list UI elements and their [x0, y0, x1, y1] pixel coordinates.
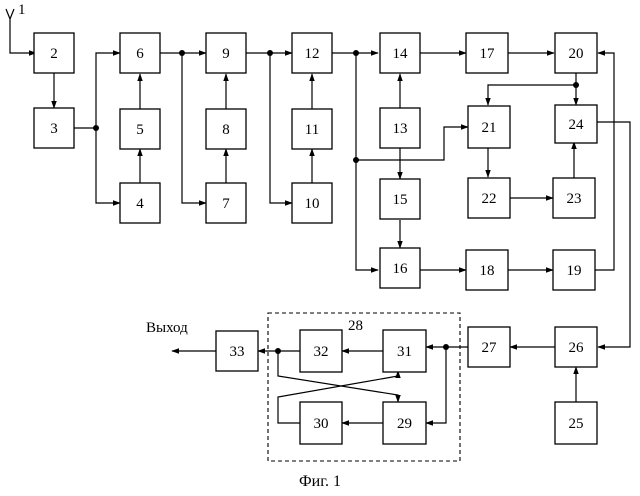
junction-dot	[353, 157, 359, 163]
svg-text:13: 13	[393, 121, 408, 137]
block-25: 25	[555, 402, 597, 444]
svg-text:24: 24	[569, 117, 585, 133]
block-20: 20	[555, 33, 597, 73]
antenna-icon	[6, 9, 14, 30]
svg-text:3: 3	[50, 121, 58, 137]
junction-dot	[93, 125, 99, 131]
svg-text:20: 20	[569, 46, 584, 62]
svg-text:4: 4	[136, 196, 144, 212]
svg-text:10: 10	[305, 196, 320, 212]
svg-text:8: 8	[222, 122, 230, 138]
block-9: 9	[206, 33, 246, 73]
block-6: 6	[120, 33, 160, 73]
output-label: Выход	[146, 320, 188, 336]
svg-text:15: 15	[393, 192, 408, 208]
block-30: 30	[300, 402, 342, 444]
svg-text:25: 25	[569, 416, 584, 432]
block-15: 15	[380, 179, 420, 219]
svg-text:9: 9	[222, 46, 230, 62]
block-5: 5	[120, 109, 160, 149]
junction-dot	[267, 50, 273, 56]
svg-text:26: 26	[569, 340, 585, 356]
junction-dot	[353, 50, 359, 56]
svg-text:29: 29	[397, 416, 412, 432]
block-29: 29	[383, 402, 426, 444]
figure-caption: Фиг. 1	[299, 473, 341, 490]
svg-text:14: 14	[393, 46, 409, 62]
junction-dot	[443, 344, 449, 350]
wire-19-20	[595, 53, 614, 270]
svg-text:27: 27	[482, 340, 498, 356]
group-28-boundary	[268, 313, 460, 461]
block-24: 24	[555, 105, 597, 143]
block-27: 27	[468, 327, 510, 367]
svg-text:21: 21	[482, 120, 497, 136]
block-12: 12	[292, 33, 332, 73]
block-7: 7	[206, 183, 246, 223]
block-22: 22	[468, 178, 510, 218]
block-8: 8	[206, 109, 246, 149]
block-14: 14	[380, 33, 420, 73]
wire-6-7	[182, 53, 206, 203]
block-21: 21	[468, 106, 510, 148]
wire-20-21	[488, 85, 576, 105]
wire-3-4	[96, 128, 120, 203]
block-32: 32	[300, 330, 342, 372]
svg-text:16: 16	[393, 261, 409, 277]
block-31: 31	[383, 330, 426, 372]
svg-text:7: 7	[222, 196, 230, 212]
wire-12-16	[356, 53, 378, 270]
block-26: 26	[555, 327, 597, 367]
junction-dot	[275, 348, 281, 354]
group-28-label: 28	[348, 318, 363, 334]
svg-text:32: 32	[314, 344, 329, 360]
wire-24-26	[596, 122, 630, 347]
svg-text:12: 12	[305, 46, 320, 62]
junction-dot	[573, 82, 579, 88]
wire-1-2	[10, 30, 36, 53]
block-16: 16	[380, 248, 420, 288]
block-17: 17	[466, 33, 508, 73]
block-11: 11	[292, 109, 332, 149]
svg-text:31: 31	[397, 344, 412, 360]
svg-text:33: 33	[230, 344, 245, 360]
svg-text:5: 5	[136, 122, 144, 138]
svg-text:22: 22	[482, 191, 497, 207]
antenna-label: 1	[18, 2, 26, 18]
wire-3-6	[96, 53, 120, 128]
svg-text:18: 18	[480, 263, 495, 279]
svg-text:30: 30	[314, 416, 329, 432]
block-23: 23	[553, 178, 595, 218]
wire-9-10	[270, 53, 292, 203]
svg-text:11: 11	[305, 122, 319, 138]
junction-dot	[179, 50, 185, 56]
block-33: 33	[216, 331, 258, 371]
block-3: 3	[34, 108, 74, 148]
block-10: 10	[292, 183, 332, 223]
block-18: 18	[466, 250, 508, 290]
svg-text:17: 17	[480, 46, 496, 62]
block-13: 13	[380, 108, 420, 148]
block-19: 19	[553, 250, 595, 290]
block-4: 4	[120, 183, 160, 223]
svg-text:2: 2	[50, 46, 58, 62]
wire-27-29	[426, 347, 446, 423]
block-2: 2	[34, 33, 74, 73]
svg-text:23: 23	[567, 191, 582, 207]
svg-text:19: 19	[567, 263, 582, 279]
svg-text:6: 6	[136, 46, 144, 62]
